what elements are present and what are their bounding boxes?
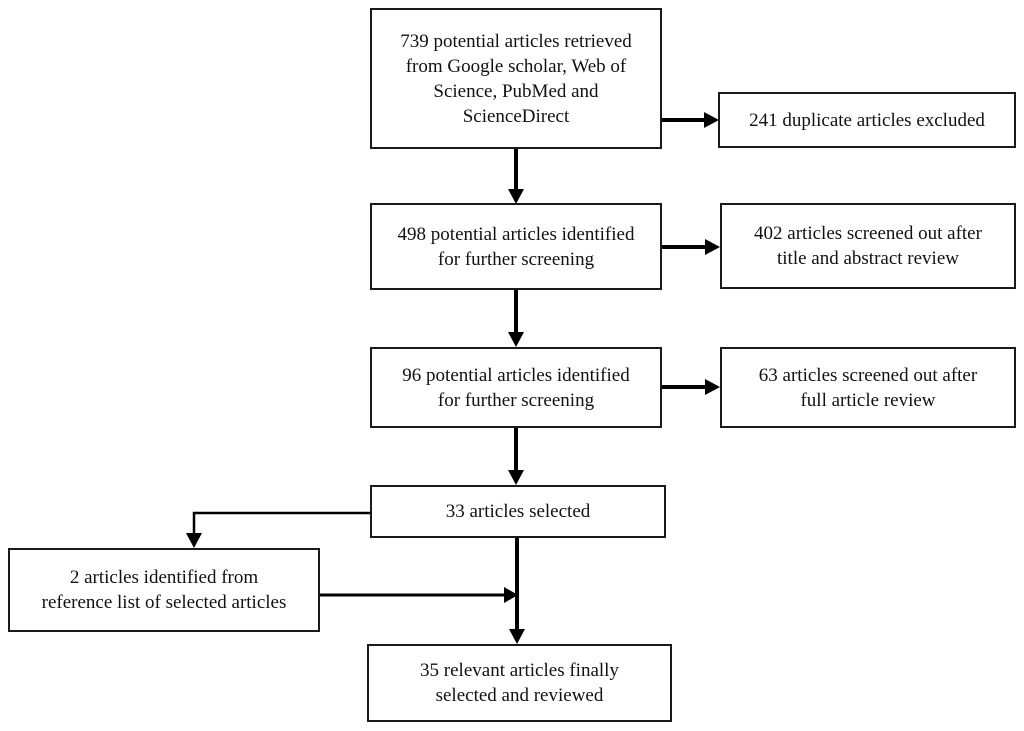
arrow-screening1-to-screening2 (508, 290, 524, 347)
arrow-screening1-to-screened-out1 (662, 239, 720, 255)
arrow-screening2-to-selected (508, 428, 524, 485)
arrow-screening2-to-screened-out2 (662, 379, 720, 395)
box-duplicates-excluded-text: 241 duplicate articles excluded (749, 109, 985, 131)
arrow-selected-to-final (509, 538, 525, 644)
arrow-reference-list-to-final-flow (320, 587, 518, 603)
arrow-selected-to-reference-list (186, 511, 370, 548)
box-duplicates-excluded: 241 duplicate articles excluded (718, 92, 1016, 148)
arrow-retrieved-to-screening1 (508, 149, 524, 204)
box-articles-selected-text: 33 articles selected (445, 501, 591, 522)
arrow-retrieved-to-duplicates (662, 112, 719, 128)
box-articles-selected: 33 articles selected (370, 485, 666, 538)
